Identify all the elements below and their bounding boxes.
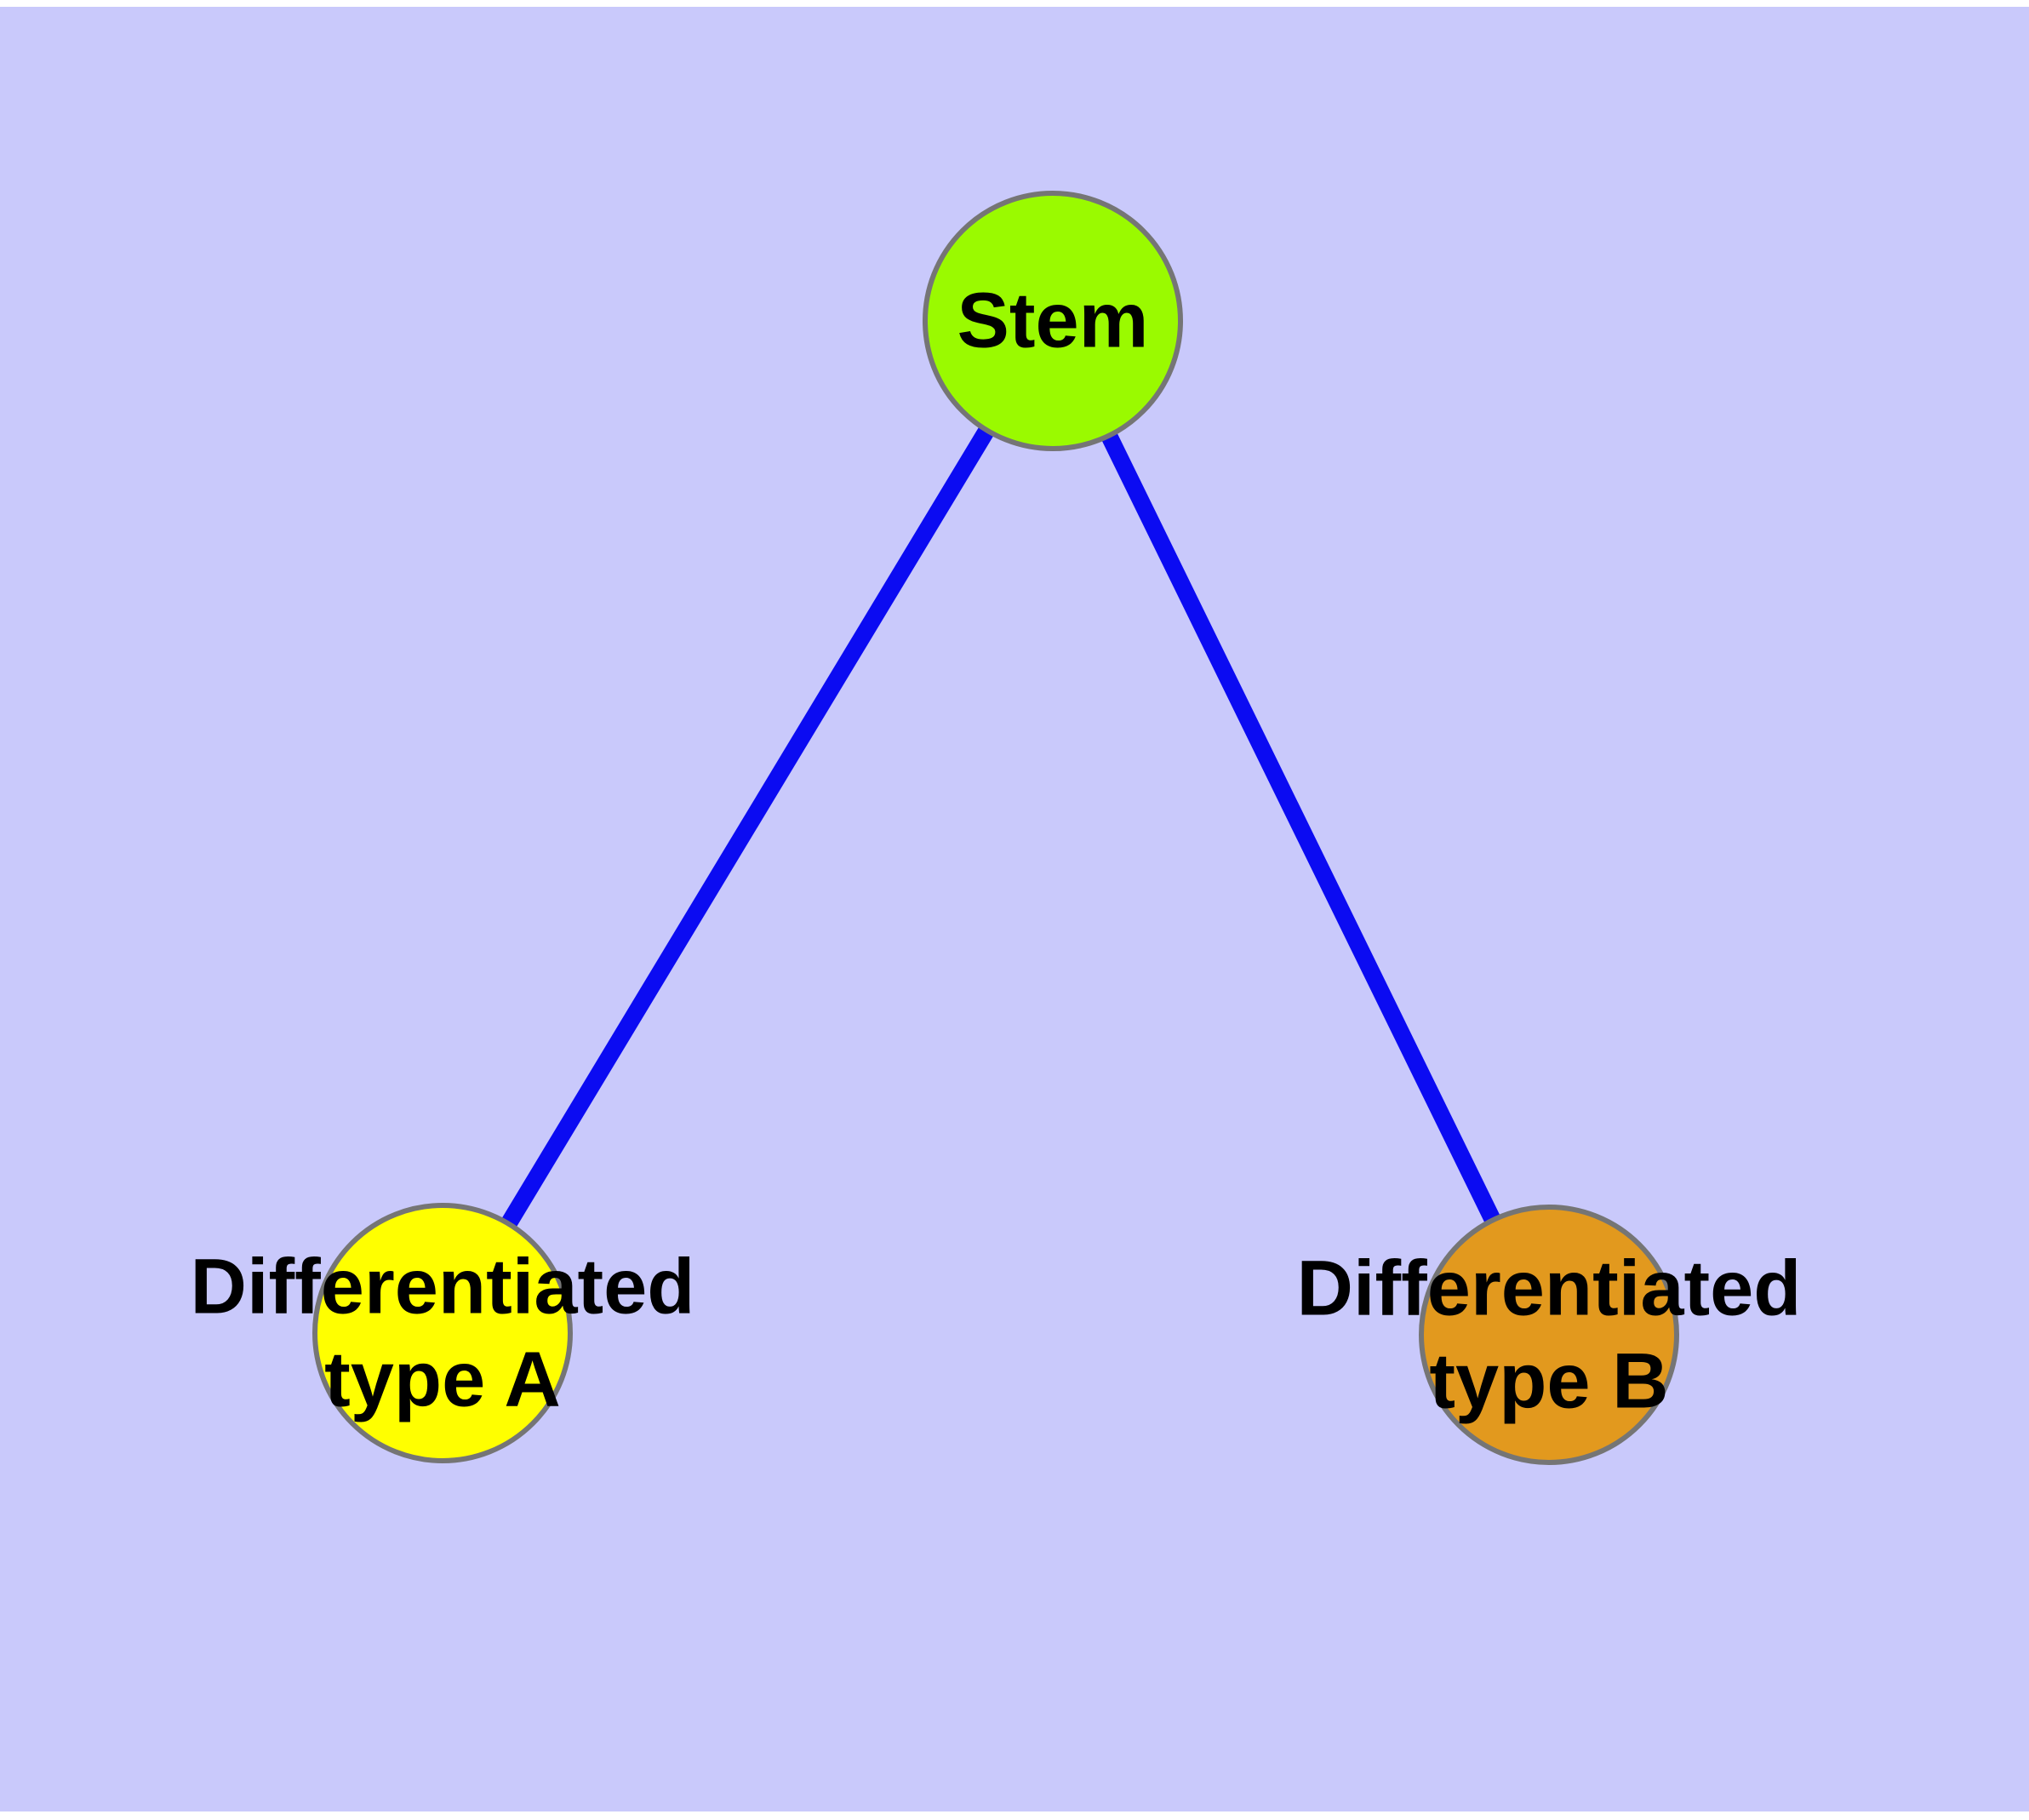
edge-stem-to-type-a: [435, 316, 1060, 1338]
node-differentiated-type-a-label-line2: type A: [324, 1336, 561, 1422]
node-stem-label: Stem: [957, 275, 1149, 368]
node-stem: Stem: [923, 191, 1183, 451]
node-differentiated-type-b-label: Differentiated type B: [1297, 1242, 1802, 1427]
node-differentiated-type-b-label-line1: Differentiated: [1296, 1245, 1802, 1332]
node-stem-label-line: Stem: [957, 277, 1149, 364]
node-differentiated-type-a: Differentiated type A: [191, 1203, 694, 1463]
edge-stem-to-type-b: [1045, 317, 1557, 1339]
node-differentiated-type-b-label-line2: type B: [1429, 1337, 1669, 1424]
node-differentiated-type-b: Differentiated type B: [1297, 1205, 1801, 1465]
node-differentiated-type-a-label-line1: Differentiated: [190, 1243, 695, 1331]
node-differentiated-type-a-label: Differentiated type A: [191, 1240, 695, 1425]
